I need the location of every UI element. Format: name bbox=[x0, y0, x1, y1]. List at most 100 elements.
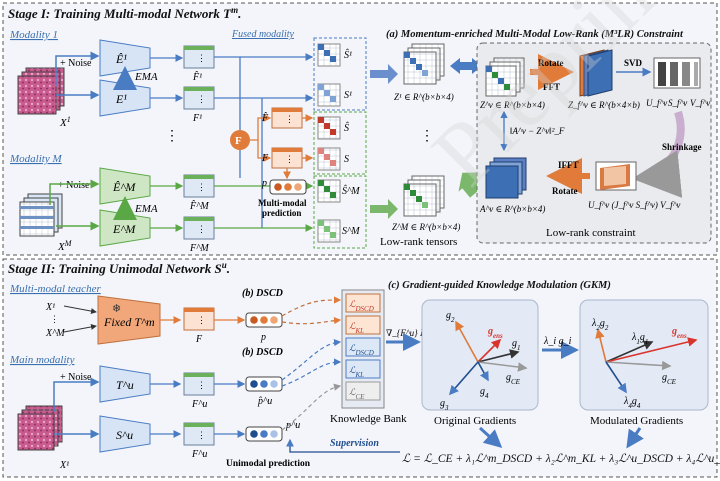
xM-label: XM bbox=[57, 239, 73, 254]
original-gradients-panel bbox=[421, 299, 539, 411]
student-feature-top: ⋮ bbox=[183, 372, 215, 396]
dscd-label-b: (b) DSCD bbox=[242, 347, 283, 358]
feature-f1: ⋮ bbox=[150, 86, 215, 110]
feature-f: ⋮ bbox=[271, 147, 303, 169]
encoder-dots: ⋮ bbox=[165, 128, 179, 144]
tensor-z1-label: Z¹ ∈ R^(b×b×4) bbox=[394, 92, 454, 102]
multimodal-prediction-vector bbox=[269, 179, 307, 195]
student-image-stack bbox=[17, 405, 63, 451]
feature-fM-hat-label: F̂^M bbox=[189, 199, 209, 212]
stage2-x-dots: ⋮ bbox=[50, 315, 59, 325]
gkm-title: (c) Gradient-guided Knowledge Modulation… bbox=[388, 280, 611, 291]
encoder-e1-hat-label: Ê¹ bbox=[115, 52, 127, 66]
modalityM-label: Modality M bbox=[9, 153, 62, 165]
feature-fM-label: F^M bbox=[189, 243, 209, 254]
stage2-x1-top: X¹ bbox=[45, 302, 55, 313]
modality1-image-stack bbox=[17, 67, 65, 115]
similarity-s1: S¹ bbox=[344, 90, 352, 101]
knowledge-bank-losses: ℒDSCD ℒKL ℒDSCD ℒKL ℒCE bbox=[345, 293, 381, 401]
prediction-p-label: p bbox=[261, 178, 267, 189]
student-su-network bbox=[99, 415, 151, 453]
student-feature-bottom: ⋮ bbox=[183, 422, 215, 446]
student-prediction-hat-label: p̂^u bbox=[257, 396, 272, 407]
tensor-dots: ⋮ bbox=[420, 128, 434, 144]
double-arrow-z1 bbox=[450, 58, 482, 74]
similarity-group-M bbox=[313, 175, 367, 249]
fused-modality-label: Fused modality bbox=[231, 29, 294, 40]
arrow-to-z1 bbox=[370, 64, 398, 84]
encoder-e1-label: E¹ bbox=[115, 92, 127, 106]
noise-label-1: + Noise bbox=[60, 58, 92, 69]
supervision-label: Supervision bbox=[330, 438, 379, 449]
student-tu-label: T^u bbox=[116, 378, 134, 392]
mod-l1g1: λ1g1 bbox=[631, 332, 648, 346]
noise-label-M: + Noise bbox=[58, 180, 90, 191]
original-gradients-caption: Original Gradients bbox=[434, 415, 516, 427]
tensor-z1 bbox=[403, 43, 445, 85]
tensors-caption: Low-rank tensors bbox=[380, 236, 457, 248]
shrink-expression: U_f^v (J_f^v S_f^v) V_f^v bbox=[588, 200, 680, 210]
similarity-s-hat: Ŝ bbox=[344, 122, 349, 134]
sf-label: S_f^v bbox=[668, 98, 687, 108]
similarity-sM: S^M bbox=[342, 226, 360, 237]
loss-links bbox=[281, 296, 342, 431]
teacher-feature-f: ⋮ bbox=[183, 307, 215, 331]
modulated-gradients-panel bbox=[579, 299, 709, 411]
dscd-label-a: (b) DSCD bbox=[242, 288, 283, 299]
student-prediction-pu-label: p^u bbox=[285, 420, 300, 431]
modality1-label: Modality 1 bbox=[9, 29, 58, 41]
similarity-sM-hat: Ŝ^M bbox=[342, 185, 360, 197]
orig-g4: g4 bbox=[480, 386, 489, 400]
feature-f-hat: ⋮ bbox=[271, 107, 303, 129]
feature-f-label: F bbox=[261, 153, 269, 164]
ema-label-1: EMA bbox=[134, 71, 158, 83]
svg-text:⋮: ⋮ bbox=[197, 225, 206, 235]
student-tu-network bbox=[99, 365, 151, 403]
stage2-xM-top: X^M bbox=[45, 328, 65, 339]
lambda-g-label: λ_i g_i bbox=[543, 336, 572, 347]
encoder-e1-hat bbox=[99, 39, 151, 77]
svg-text:⋮: ⋮ bbox=[285, 155, 294, 165]
student-prediction-pu bbox=[245, 426, 283, 442]
fixed-teacher-network bbox=[97, 295, 161, 345]
student-feature-top-label: F^u bbox=[191, 399, 207, 410]
tensor-zM bbox=[403, 175, 445, 217]
encoder-eM-hat-label: Ê^M bbox=[112, 180, 136, 194]
tensor-zv bbox=[485, 57, 525, 97]
feature-f1-hat-label: F̂¹ bbox=[192, 70, 202, 83]
feature-f-hat-label: F̂ bbox=[261, 111, 269, 124]
multimodal-prediction-caption-1: Multi-modal bbox=[258, 198, 307, 208]
fixed-teacher-label: Fixed T^m bbox=[103, 315, 155, 329]
encoder-eM-hat bbox=[99, 167, 151, 205]
tensor-zfv bbox=[579, 49, 613, 97]
stage1-title: Stage I: Training Multi-modal Network Tm… bbox=[8, 5, 241, 21]
shrinkage-label: Shrinkage bbox=[662, 142, 702, 152]
orig-g1: g1 bbox=[512, 338, 521, 352]
similarity-group-1 bbox=[313, 37, 367, 111]
svg-text:⋮: ⋮ bbox=[197, 316, 206, 326]
student-feature-bottom-label: F^u bbox=[191, 449, 207, 460]
svd-factors bbox=[653, 57, 701, 89]
rotate-top-label: Rotate bbox=[538, 58, 564, 68]
svg-text:⋮: ⋮ bbox=[197, 54, 206, 64]
ema-label-M: EMA bbox=[134, 203, 158, 215]
tensor-zv-label: Z^v ∈ R^(b×b×4) bbox=[480, 100, 545, 110]
feature-f1-label: F¹ bbox=[192, 113, 202, 124]
unimodal-prediction-caption: Unimodal prediction bbox=[226, 459, 311, 469]
stage2-x1-bottom: X¹ bbox=[59, 460, 69, 471]
teacher-prediction-p-label: p bbox=[260, 332, 266, 343]
knowledge-bank-caption: Knowledge Bank bbox=[330, 413, 407, 425]
student-su-label: S^u bbox=[116, 428, 133, 442]
ifft-label: IFFT bbox=[558, 160, 579, 170]
low-rank-constraint-caption: Low-rank constraint bbox=[546, 227, 636, 239]
norm-label: ‖A^v − Z^v‖²_F bbox=[510, 126, 565, 136]
orig-g3: g3 bbox=[440, 398, 449, 412]
svg-text:⋮: ⋮ bbox=[197, 95, 206, 105]
similarity-s1-hat: Ŝ¹ bbox=[344, 49, 352, 61]
stage2-noise-label: + Noise bbox=[60, 372, 92, 383]
modulated-gradient-vectors bbox=[595, 328, 698, 394]
multimodal-prediction-caption-2: prediction bbox=[262, 208, 301, 218]
x1-label: X1 bbox=[59, 115, 71, 130]
tensor-zfv-label: Z_f^v ∈ R^(b×4×b) bbox=[568, 100, 640, 110]
